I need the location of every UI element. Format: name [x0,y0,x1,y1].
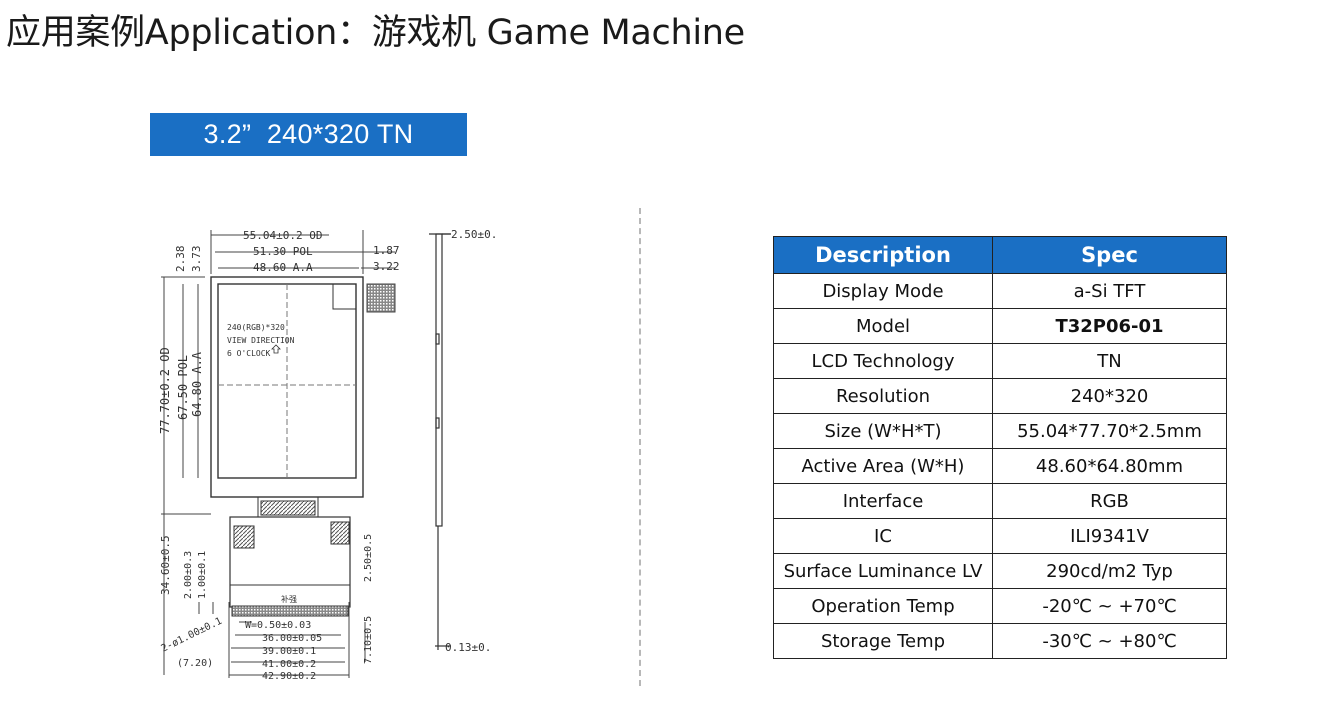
page-title: 应用案例Application：游戏机 Game Machine [6,13,745,53]
panel-view-direction-text: VIEW DIRECTION [227,336,295,345]
dim-side-bottom: 0.13±0. [445,641,491,654]
dim-hole: 2-ø1.00±0.1 [159,616,223,655]
table-row: Storage Temp -30℃ ~ +80℃ [773,623,1227,659]
header-description: Description [773,236,993,274]
row-spec: -20℃ ~ +70℃ [992,588,1227,624]
row-desc: Display Mode [773,273,993,309]
table-row: Operation Temp -20℃ ~ +70℃ [773,588,1227,624]
table-row: Size (W*H*T) 55.04*77.70*2.5mm [773,413,1227,449]
table-row: Resolution 240*320 [773,378,1227,414]
dim-fpc-1: 1.00±0.1 [197,551,208,599]
row-desc: Surface Luminance LV [773,553,993,589]
row-desc: Resolution [773,378,993,414]
dim-right-2: 3.22 [373,260,400,273]
row-desc: IC [773,518,993,554]
fpc-stiffener-label: 补强 [281,594,297,604]
dim-aa-height: 64.80 A.A [190,351,204,417]
row-spec: ILI9341V [992,518,1227,554]
row-desc: Operation Temp [773,588,993,624]
dim-41: 41.00±0.2 [262,659,316,670]
row-desc: LCD Technology [773,343,993,379]
dim-pol-height: 67.50 POL [176,355,190,420]
row-spec: 240*320 [992,378,1227,414]
table-row: Surface Luminance LV 290cd/m2 Typ [773,553,1227,589]
table-row: LCD Technology TN [773,343,1227,379]
row-spec: 290cd/m2 Typ [992,553,1227,589]
table-row: Display Mode a-Si TFT [773,273,1227,309]
dim-36: 36.00±0.05 [262,633,322,644]
dim-fpc-length: 34.60±0.5 [159,535,172,595]
row-desc: Size (W*H*T) [773,413,993,449]
spec-table: Description Spec Display Mode a-Si TFT M… [773,236,1227,659]
dim-fpc-bottom-right: 7.10±0.5 [363,616,374,664]
dim-pitch: W=0.50±0.03 [245,620,311,631]
arrow-up-icon [271,344,281,354]
dim-left-top-1: 2.38 [174,246,187,273]
panel-resolution-text: 240(RGB)*320 [227,323,285,332]
row-spec: RGB [992,483,1227,519]
dim-thickness: 2.50±0. [451,228,497,241]
dim-right-1: 1.87 [373,244,400,257]
row-desc: Interface [773,483,993,519]
dim-39: 39.00±0.1 [262,646,316,657]
row-spec: TN [992,343,1227,379]
dim-fpc-right: 2.50±0.5 [363,534,374,582]
table-row: Active Area (W*H) 48.60*64.80mm [773,448,1227,484]
row-spec: T32P06-01 [992,308,1227,344]
table-row: IC ILI9341V [773,518,1227,554]
panel-clock-text: 6 O'CLOCK [227,349,271,358]
row-spec: a-Si TFT [992,273,1227,309]
row-desc: Active Area (W*H) [773,448,993,484]
table-row: Interface RGB [773,483,1227,519]
section-divider [639,208,641,686]
dim-left-top-2: 3.73 [190,246,203,273]
row-desc: Storage Temp [773,623,993,659]
row-spec: 48.60*64.80mm [992,448,1227,484]
dim-42: 42.90±0.2 [262,671,316,682]
row-desc: Model [773,308,993,344]
model-badge: 3.2” 240*320 TN [150,113,467,156]
row-spec: -30℃ ~ +80℃ [992,623,1227,659]
row-spec: 55.04*77.70*2.5mm [992,413,1227,449]
dim-aa-width: 48.60 A.A [253,261,313,274]
spec-table-header-row: Description Spec [773,236,1227,274]
dim-pol-width: 51.30 POL [253,245,313,258]
dim-outline-width: 55.04±0.2 OD [243,229,322,242]
mechanical-drawing: 55.04±0.2 OD 51.30 POL 48.60 A.A 1.87 3.… [155,222,500,684]
dim-fpc-2: 2.00±0.3 [183,551,194,599]
header-spec: Spec [992,236,1227,274]
table-row: Model T32P06-01 [773,308,1227,344]
dim-7-20: (7.20) [177,658,213,669]
dim-outline-height: 77.70±0.2 OD [158,347,172,434]
